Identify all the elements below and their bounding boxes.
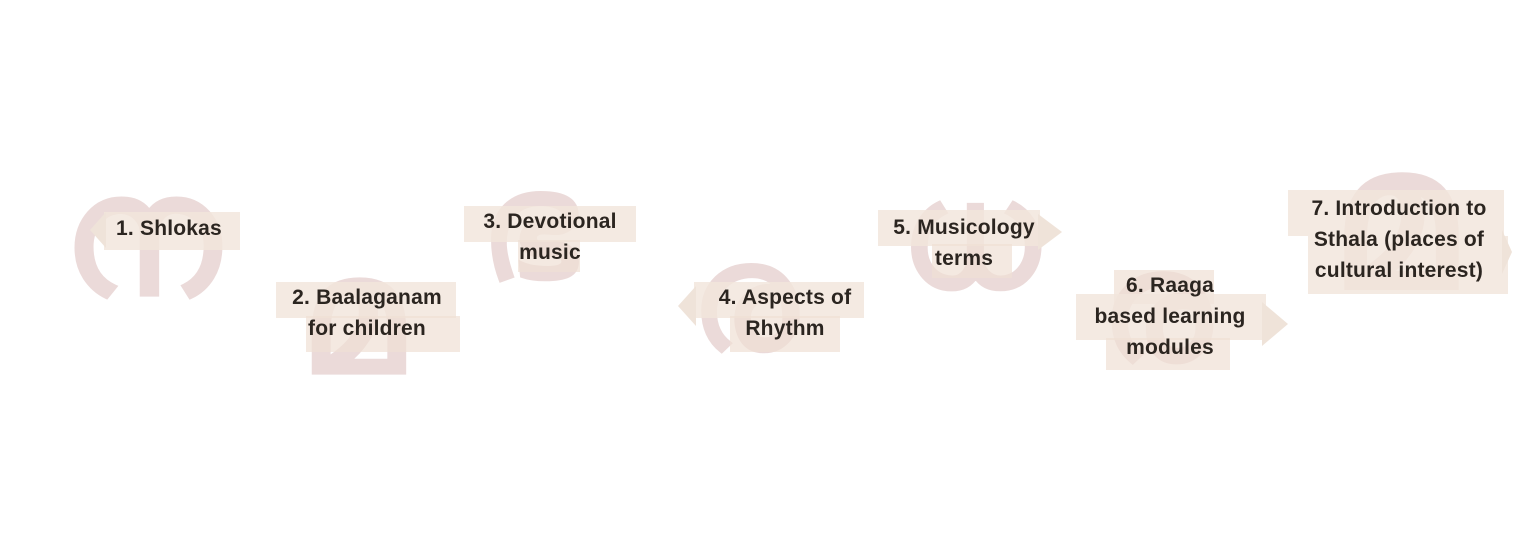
label-background [1106, 338, 1230, 370]
label-background [464, 206, 636, 242]
arrow-right-icon [1502, 230, 1512, 274]
label-background [730, 316, 840, 352]
module-item-devotional-music[interactable]: 3. Devotional music [460, 202, 640, 276]
label-background [104, 212, 240, 250]
module-label: 4. Aspects of Rhythm [718, 286, 852, 340]
module-item-raaga-modules[interactable]: 6. Raaga based learning modules [1070, 268, 1290, 378]
label-background [306, 316, 460, 352]
module-label: 6. Raaga based learning modules [1094, 274, 1246, 359]
module-item-musicology-terms[interactable]: 5. Musicology terms [876, 208, 1066, 282]
module-label: 3. Devotional music [483, 210, 617, 264]
label-background [878, 210, 1040, 246]
module-item-aspects-of-rhythm[interactable]: 4. Aspects of Rhythm [678, 280, 870, 354]
module-item-shlokas[interactable]: 1. Shlokas [90, 208, 242, 250]
label-background [1308, 236, 1508, 294]
label-background [276, 282, 456, 318]
module-item-baalaganam[interactable]: 2. Baalaganam for children [272, 280, 462, 354]
arrow-left-icon [90, 212, 106, 248]
arrow-left-icon [678, 286, 696, 326]
module-label: 5. Musicology terms [893, 216, 1035, 270]
label-background [932, 244, 1012, 278]
module-label: 1. Shlokas [116, 217, 222, 240]
module-item-introduction-to-sthala[interactable]: 7. Introduction to Sthala (places of cul… [1286, 188, 1512, 296]
arrow-right-icon [1038, 214, 1062, 250]
arrow-right-icon [1262, 302, 1288, 346]
label-background [518, 240, 580, 272]
label-background [694, 282, 864, 318]
module-label: 7. Introduction to Sthala (places of cul… [1311, 197, 1487, 282]
module-label: 2. Baalaganam for children [292, 286, 442, 340]
label-background [1288, 190, 1504, 236]
label-background [1076, 294, 1266, 340]
